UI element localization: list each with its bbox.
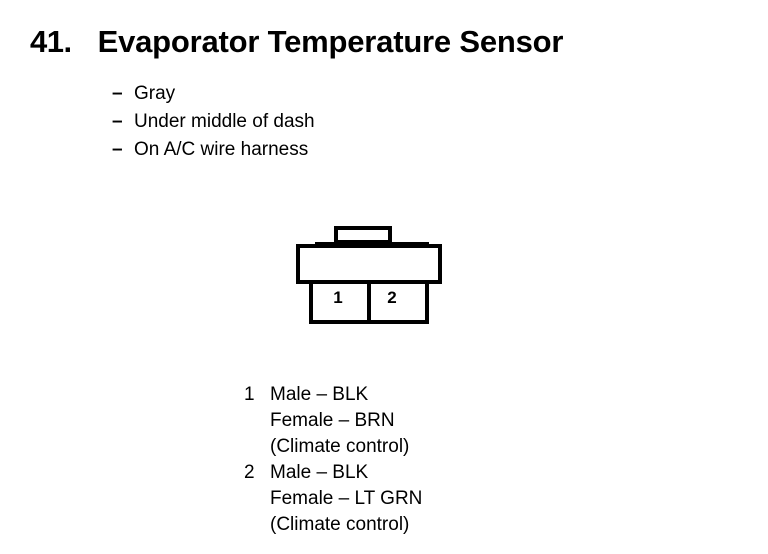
pin-number: 2 xyxy=(244,462,255,483)
connector-diagram: 1 2 xyxy=(296,226,442,328)
connector-pin-2-number: 2 xyxy=(387,288,397,307)
pin-detail-line: Female – LT GRN xyxy=(270,488,423,509)
list-item-label: Under middle of dash xyxy=(134,111,315,132)
dash-icon: – xyxy=(112,83,123,104)
list-item-label: On A/C wire harness xyxy=(134,139,309,160)
connector-body xyxy=(296,244,442,284)
pin-number: 1 xyxy=(244,384,255,405)
connector-pin-1-number: 1 xyxy=(333,288,343,307)
pin-details: Male – BLK Female – LT GRN (Climate cont… xyxy=(270,460,422,538)
pin-detail-line: (Climate control) xyxy=(270,436,410,457)
pin-legend: 1 Male – BLK Female – BRN (Climate contr… xyxy=(244,382,422,538)
pin-detail-line: Male – BLK xyxy=(270,384,369,405)
list-item: 2 Male – BLK Female – LT GRN (Climate co… xyxy=(244,460,422,538)
dash-icon: – xyxy=(112,139,123,160)
page-title-text: Evaporator Temperature Sensor xyxy=(97,24,564,59)
list-item: –On A/C wire harness xyxy=(112,136,315,164)
connector-cavity-divider xyxy=(367,280,371,324)
page-title: 41. Evaporator Temperature Sensor xyxy=(30,24,563,60)
pin-detail-line: Female – BRN xyxy=(270,410,395,431)
description-list: –Gray –Under middle of dash –On A/C wire… xyxy=(112,80,315,164)
page-title-number: 41. xyxy=(30,24,72,59)
list-item: 1 Male – BLK Female – BRN (Climate contr… xyxy=(244,382,422,460)
list-item-label: Gray xyxy=(134,83,176,104)
list-item: –Under middle of dash xyxy=(112,108,315,136)
pin-detail-line: Male – BLK xyxy=(270,462,369,483)
dash-icon: – xyxy=(112,111,123,132)
pin-details: Male – BLK Female – BRN (Climate control… xyxy=(270,382,409,460)
pin-detail-line: (Climate control) xyxy=(270,514,410,535)
list-item: –Gray xyxy=(112,80,315,108)
